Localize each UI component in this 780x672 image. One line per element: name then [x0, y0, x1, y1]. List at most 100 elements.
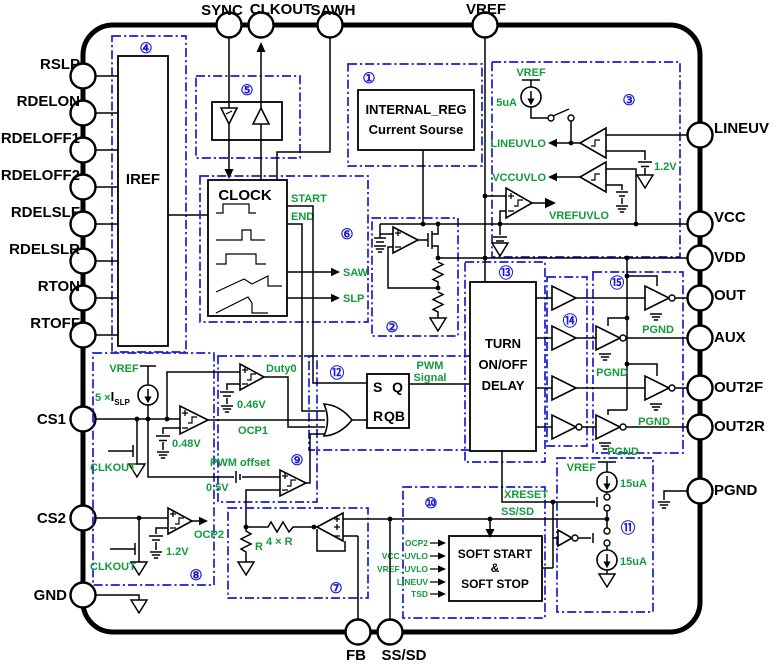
pin-label-rdelslr: RDELSLR	[9, 241, 80, 258]
inverter-icon	[551, 413, 578, 441]
block-7-error-amp: ⑦ R 4 × R	[227, 507, 369, 599]
ground-icon	[237, 561, 255, 576]
pin-cs2: CS2	[37, 504, 97, 532]
clock-waveforms-1	[216, 203, 266, 265]
pin-label-pgnd: PGND	[714, 482, 758, 499]
0v5-label: 0.5V	[206, 482, 229, 494]
block-11-number: ⑪	[621, 519, 636, 537]
block-1-internal-reg: ① INTERNAL_REG Current Sourse	[347, 63, 483, 224]
pins-top: SYNC CLKOUT SAWH VREF	[201, 1, 506, 39]
vref-label-b3: VREF	[516, 67, 546, 79]
current-source-15ua-icon	[596, 549, 618, 571]
ground-hatch-icon	[149, 551, 163, 559]
pgnd-label-out2r: PGND	[607, 446, 639, 458]
block-5-number: ⑤	[241, 83, 254, 99]
block-15-output-drivers: ⑮ PGND PGND PGND PGND	[576, 258, 687, 458]
pin-label-sssd: SS/SD	[381, 647, 426, 664]
vrefuvlo-comparator-icon	[505, 186, 534, 220]
block-2-reg-amp: ②	[371, 217, 459, 337]
pin-rdelon: RDELON	[17, 93, 97, 127]
ground-icon	[429, 317, 447, 332]
switch-contact-icon	[603, 493, 611, 501]
junction-dots	[134, 140, 639, 530]
pwm-offset-comparator-icon	[279, 468, 308, 498]
pin-label-rdeloff1: RDELOFF1	[1, 130, 80, 147]
15ua-label-bottom: 15uA	[620, 556, 647, 568]
pgnd-label-aux: PGND	[596, 367, 628, 379]
pin-fb: FB	[344, 618, 372, 664]
islp-label: 5 ×ISLP	[95, 389, 130, 407]
switch-contact-icon	[603, 504, 611, 512]
soft-in-lineuv: LINEUV	[397, 577, 429, 587]
block-10-soft-start: ⑩ SOFT START & SOFT STOP OCP2 VCC_UVLO V…	[377, 486, 546, 619]
xreset-inverter-icon	[557, 528, 574, 548]
ocp1-comparator-icon	[179, 404, 210, 436]
block-13-number: ⑬	[499, 264, 514, 282]
pin-label-out2r: OUT2R	[714, 418, 765, 435]
block-6-clock: ⑥ CLOCK START END SAW SLP	[199, 175, 369, 323]
pin-out: OUT	[686, 284, 746, 312]
soft-stop-title: SOFT STOP	[461, 577, 529, 591]
sync-clkout-sawh-wires	[228, 38, 331, 180]
out2f-driver-icon	[644, 374, 671, 402]
ssd-net-label: SS/SD	[501, 506, 534, 518]
soft-in-vrefuvlo: VREF_UVLO	[377, 564, 428, 574]
pin-label-rton: RTON	[38, 278, 80, 295]
block-13-turn-delay: ⑬ TURN ON/OFF DELAY	[464, 261, 546, 463]
vref-label-b8: VREF	[109, 363, 139, 375]
pin-aux: AUX	[686, 324, 746, 352]
switch-contact-icon	[603, 527, 611, 535]
pwm-label: PWM	[417, 360, 444, 372]
lineuvlo-wires	[557, 134, 687, 175]
pin-rdeloff1: RDELOFF1	[1, 130, 97, 164]
soft-in-vccuvlo: VCC_UVLO	[382, 551, 429, 561]
driver-bubble-icon	[668, 294, 676, 302]
pin-rdeloff2: RDELOFF2	[1, 167, 97, 201]
islp-subscript: SLP	[114, 398, 130, 407]
pins-bottom: FB SS/SD	[344, 618, 427, 664]
slp-arrow-icon	[331, 293, 340, 303]
pin-label-vref: VREF	[466, 1, 506, 18]
pin-label-vcc: VCC	[714, 209, 746, 226]
ground-icon	[636, 174, 654, 189]
pin-label-gnd: GND	[34, 587, 68, 604]
nets: SS/SD XRESET	[96, 38, 687, 619]
xreset-net	[501, 451, 598, 569]
ssd-arrow-icon	[485, 529, 495, 538]
end-label: END	[291, 211, 314, 223]
pin-pgnd: PGND	[686, 477, 758, 505]
block-7-number: ⑦	[330, 581, 343, 597]
1v2-label-cs2: 1.2V	[166, 546, 189, 558]
lineuvlo-label: LINEUVLO	[490, 138, 546, 150]
pin-clkout: CLKOUT	[247, 1, 313, 39]
block-14-number: ⑭	[563, 312, 578, 330]
saw-slp-wires	[287, 271, 331, 299]
clkout-label-cs1: CLKOUT	[90, 462, 136, 474]
ground-icon	[491, 242, 509, 257]
vrefuvlo-label: VREFUVLO	[549, 210, 609, 222]
inverter-bubble-icon	[571, 534, 579, 542]
pin-label-rdelon: RDELON	[17, 93, 80, 110]
xreset-label: XRESET	[504, 489, 548, 501]
vccuvlo-wires	[557, 168, 637, 224]
soft-amp-title: &	[491, 561, 500, 575]
duty0-wires	[166, 371, 240, 419]
block-3-uvlo: ③ VREF 5uA LINEUVLO 1.2V VCCUVLO VREFUVL…	[485, 61, 687, 258]
pin-label-out: OUT	[714, 287, 746, 304]
driver-bubble-icon	[668, 384, 676, 392]
block-11-ss-current: ⑪ VREF 15uA 15uA	[556, 457, 654, 613]
ground-hatch-icon	[657, 501, 671, 509]
pgnd-pin-wire	[663, 490, 687, 500]
block-1-number: ①	[363, 71, 376, 87]
pin-label-cs1: CS1	[37, 411, 66, 428]
saw-arrow-icon	[331, 267, 340, 277]
aux-driver-icon	[595, 324, 622, 352]
current-source-5ua-icon	[520, 86, 542, 108]
pin-label-rtoff: RTOFF	[30, 315, 80, 332]
ssd-fb-net	[343, 518, 607, 619]
0v48-label: 0.48V	[172, 438, 201, 450]
reg-divider-resistors	[431, 261, 445, 318]
pin-label-clkout: CLKOUT	[250, 1, 313, 18]
pin-label-sync: SYNC	[201, 2, 243, 19]
